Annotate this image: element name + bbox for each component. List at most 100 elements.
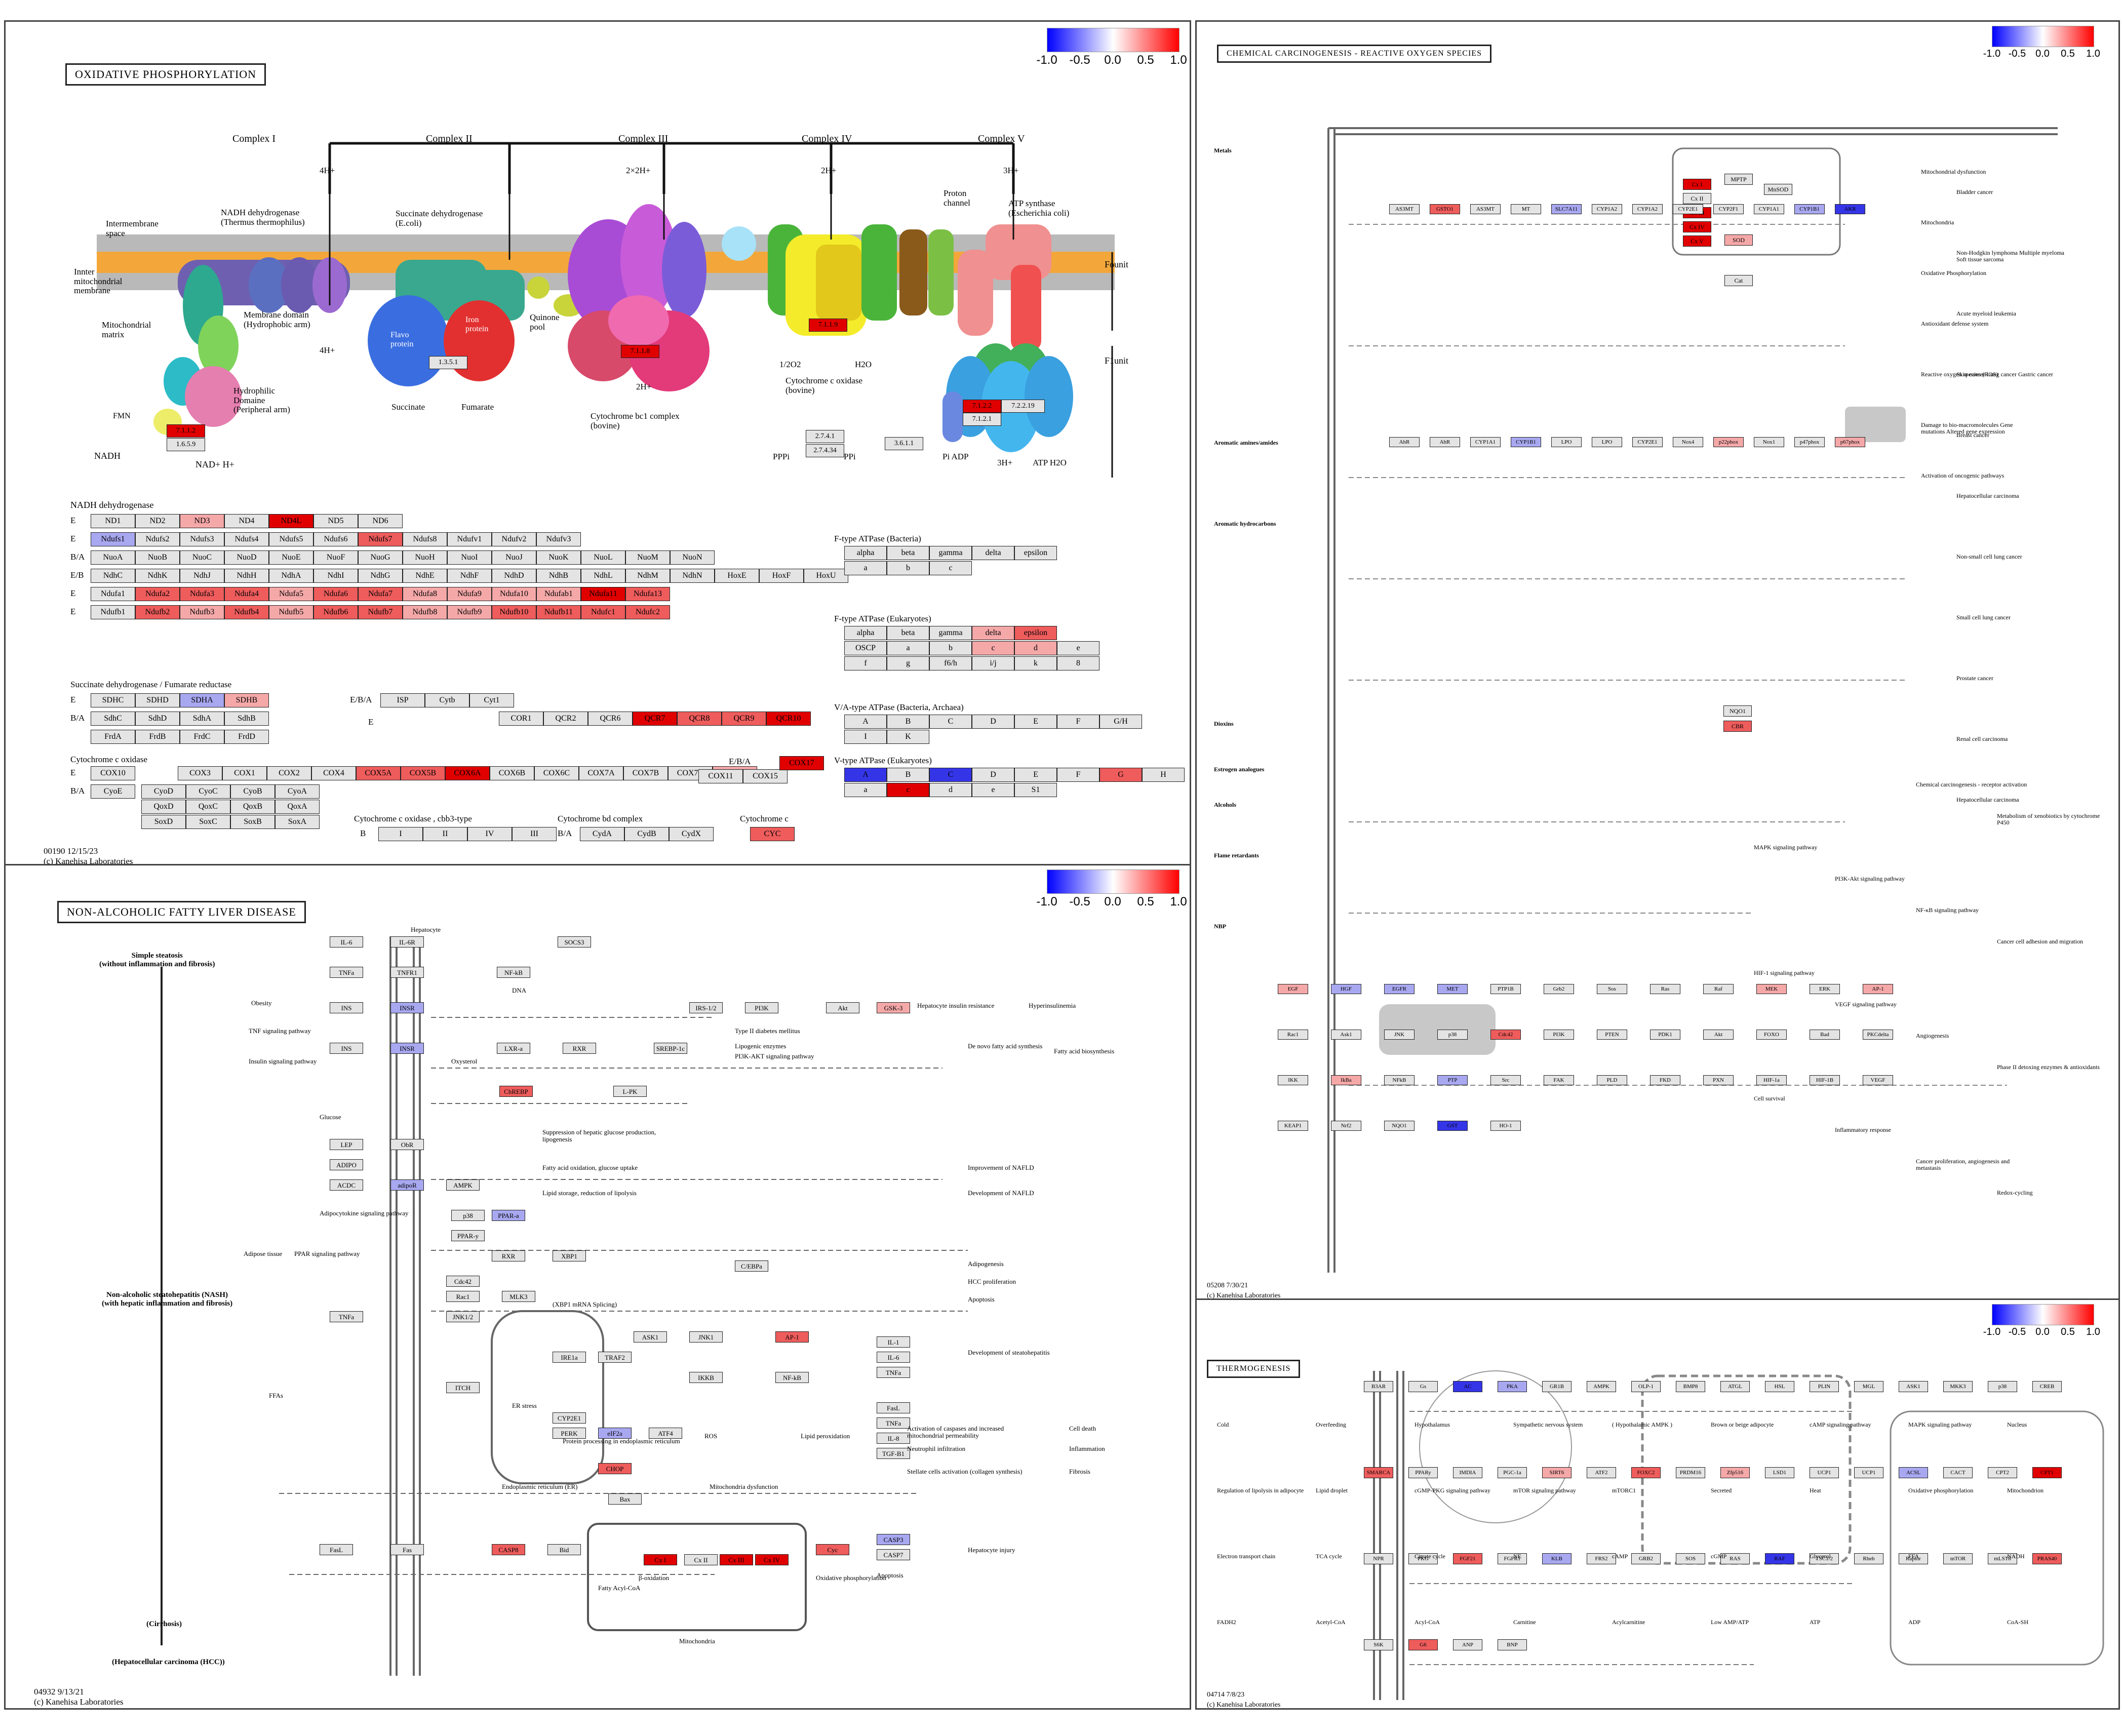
gene-box[interactable]: Cx II xyxy=(684,1554,718,1565)
gene-box[interactable]: H xyxy=(1142,768,1185,782)
gene-box[interactable]: G/H xyxy=(1099,715,1142,729)
gene-box[interactable]: Raptor xyxy=(1899,1553,1928,1564)
gene-box[interactable]: SDHB xyxy=(224,693,269,707)
gene-box[interactable]: NdhI xyxy=(313,569,358,583)
gene-box[interactable]: C/EBPa xyxy=(735,1260,768,1272)
gene-box[interactable]: f6/h xyxy=(929,656,972,670)
gene-box[interactable]: NuoA xyxy=(91,550,135,565)
gene-box[interactable]: Ndufa2 xyxy=(135,587,180,601)
gene-box[interactable]: RAS xyxy=(1720,1553,1750,1564)
gene-box[interactable]: B xyxy=(887,715,929,729)
gene-box[interactable]: MLK3 xyxy=(502,1291,535,1302)
gene-box[interactable]: PKA xyxy=(1498,1381,1527,1392)
gene-box[interactable]: FrdC xyxy=(180,730,224,744)
gene-box[interactable]: NuoC xyxy=(180,550,224,565)
gene-box[interactable]: AhR xyxy=(1389,437,1420,447)
gene-box[interactable]: CydA xyxy=(580,827,624,841)
gene-box[interactable]: NuoB xyxy=(135,550,180,565)
gene-box[interactable]: C xyxy=(929,715,972,729)
gene-box[interactable]: Ras xyxy=(1650,984,1680,994)
gene-box[interactable]: COX6B xyxy=(490,766,534,780)
gene-box[interactable]: ISP xyxy=(380,693,425,707)
gene-box[interactable]: NuoI xyxy=(447,550,492,565)
gene-box[interactable]: INS xyxy=(330,1002,363,1013)
gene-box[interactable]: SREBP-1c xyxy=(654,1043,687,1054)
gene-box[interactable]: Ndufs8 xyxy=(403,532,447,546)
gene-box[interactable]: PRAS40 xyxy=(2032,1553,2062,1564)
gene-box[interactable]: NuoM xyxy=(625,550,670,565)
gene-box[interactable]: UCP1 xyxy=(1854,1467,1883,1478)
gene-box[interactable]: A xyxy=(844,715,887,729)
gene-box[interactable]: RXR xyxy=(563,1043,596,1054)
gene-box[interactable]: CYP2E1 xyxy=(553,1412,586,1424)
gene-box[interactable]: Ndufb3 xyxy=(180,605,224,619)
gene-box[interactable]: D xyxy=(972,768,1014,782)
gene-box[interactable]: CYP2E1 xyxy=(1632,437,1663,447)
gene-box[interactable]: ERK xyxy=(1810,984,1840,994)
gene-box[interactable]: 8 xyxy=(1057,656,1099,670)
gene-box[interactable]: IL-6 xyxy=(330,936,363,948)
gene-box[interactable]: B xyxy=(887,768,929,782)
gene-box[interactable]: CydB xyxy=(624,827,669,841)
gene-box[interactable]: ACDC xyxy=(330,1179,363,1191)
gene-box[interactable]: GST xyxy=(1437,1121,1468,1131)
gene-box[interactable]: SOD xyxy=(1724,234,1753,246)
gene-box[interactable]: NdhM xyxy=(625,569,670,583)
gene-box[interactable]: Sos xyxy=(1597,984,1627,994)
gene-box[interactable]: MnSOD xyxy=(1764,184,1792,195)
gene-box[interactable]: Gs xyxy=(1408,1381,1438,1392)
gene-box[interactable]: Cat xyxy=(1724,275,1753,286)
gene-box[interactable]: p38 xyxy=(451,1210,485,1221)
gene-box[interactable]: FrdB xyxy=(135,730,180,744)
gene-box[interactable]: Cyt1 xyxy=(469,693,514,707)
gene-box[interactable]: D xyxy=(972,715,1014,729)
gene-box[interactable]: EGF xyxy=(1278,984,1308,994)
gene-box[interactable]: QCR2 xyxy=(543,712,588,726)
gene-box[interactable]: b xyxy=(887,561,929,575)
gene-box[interactable]: COX10 xyxy=(91,766,135,780)
gene-box[interactable]: delta xyxy=(972,626,1014,640)
gene-box[interactable]: Rac1 xyxy=(446,1291,480,1302)
gene-box[interactable]: p38 xyxy=(1988,1381,2017,1392)
gene-box[interactable]: SMARCA xyxy=(1364,1467,1393,1478)
gene-box[interactable]: NdhL xyxy=(581,569,625,583)
gene-box[interactable]: G6 xyxy=(1408,1639,1438,1650)
gene-box[interactable]: PERK xyxy=(553,1428,586,1439)
gene-box[interactable]: Ask1 xyxy=(1331,1030,1361,1040)
gene-box[interactable]: p47phox xyxy=(1794,437,1825,447)
gene-box[interactable]: IMDIA xyxy=(1453,1467,1482,1478)
gene-box[interactable]: NPR xyxy=(1364,1553,1393,1564)
gene-box[interactable]: c xyxy=(972,641,1014,655)
gene-box[interactable]: SdhC xyxy=(91,712,135,726)
gene-box[interactable]: PTP xyxy=(1437,1075,1468,1085)
gene-box[interactable]: Ndufb1 xyxy=(91,605,135,619)
gene-box[interactable]: Ndufs5 xyxy=(269,532,313,546)
gene-box[interactable]: Cx II xyxy=(1683,193,1711,204)
gene-box[interactable]: FAK xyxy=(1544,1075,1574,1085)
gene-box[interactable]: Rheb xyxy=(1854,1553,1883,1564)
gene-box[interactable]: Nox4 xyxy=(1673,437,1703,447)
gene-box[interactable]: ANP xyxy=(1453,1639,1482,1650)
gene-box[interactable]: PI3K xyxy=(1544,1030,1574,1040)
gene-box[interactable]: TGF-B1 xyxy=(877,1448,910,1459)
gene-box[interactable]: OLP-1 xyxy=(1631,1381,1661,1392)
gene-box[interactable]: mLST8 xyxy=(1988,1553,2017,1564)
gene-box[interactable]: QCR8 xyxy=(677,712,722,726)
gene-box[interactable]: SIRT6 xyxy=(1542,1467,1571,1478)
gene-box[interactable]: FKD xyxy=(1650,1075,1680,1085)
gene-box[interactable]: COX3 xyxy=(178,766,222,780)
gene-box[interactable]: CACT xyxy=(1943,1467,1973,1478)
gene-box[interactable]: F xyxy=(1057,768,1099,782)
gene-box[interactable]: Ndufv3 xyxy=(536,532,581,546)
gene-box[interactable]: ND4 xyxy=(224,514,269,528)
gene-box[interactable]: Ndufb5 xyxy=(269,605,313,619)
gene-box[interactable]: Cx I xyxy=(1683,179,1711,190)
gene-box[interactable]: NdhA xyxy=(269,569,313,583)
gene-box[interactable]: INSR xyxy=(390,1043,424,1054)
gene-box[interactable]: COX4 xyxy=(311,766,356,780)
gene-box[interactable]: GRB2 xyxy=(1631,1553,1661,1564)
gene-box[interactable]: Ndufa3 xyxy=(180,587,224,601)
gene-box[interactable]: alpha xyxy=(844,546,887,560)
gene-box[interactable]: ND6 xyxy=(358,514,403,528)
gene-box[interactable]: Ndufs7 xyxy=(358,532,403,546)
